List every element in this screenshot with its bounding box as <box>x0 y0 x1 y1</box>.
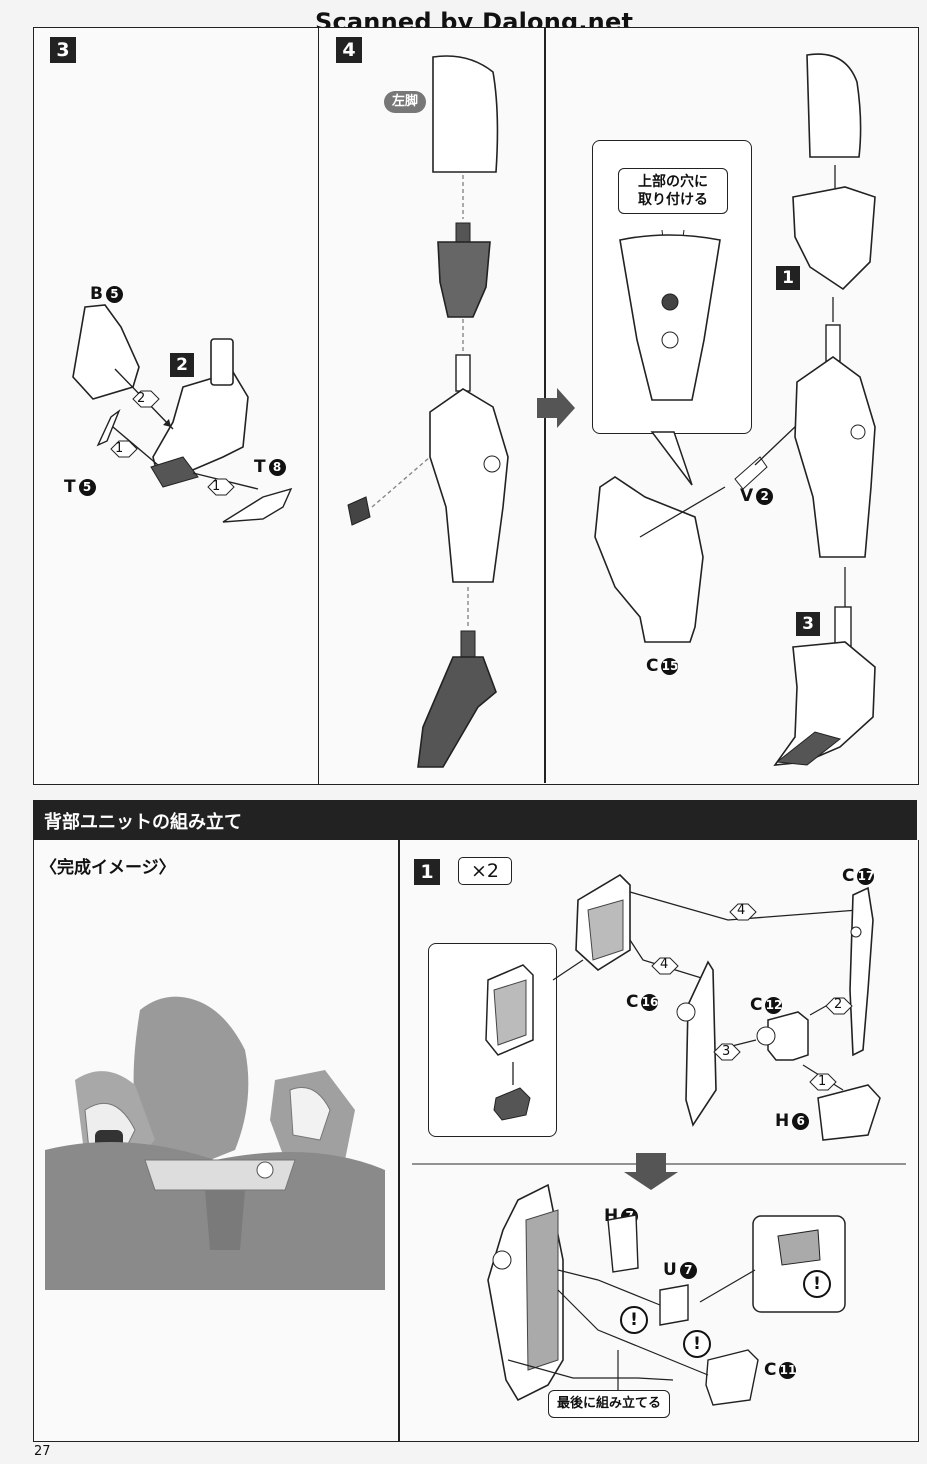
order-number: 1 <box>212 479 221 494</box>
order-number: 2 <box>834 997 843 1012</box>
next-arrow-icon <box>537 388 575 428</box>
step1-diagram <box>412 873 906 1406</box>
order-number: 1 <box>115 441 124 456</box>
completed-figure-photo <box>45 996 385 1290</box>
order-number: 4 <box>737 903 746 918</box>
caution-icon: ! <box>620 1306 648 1334</box>
multiplier-badge: ×2 <box>458 857 512 885</box>
step4-right-diagram <box>594 53 876 766</box>
sub-step-number: 3 <box>796 612 820 636</box>
callout-note: 上部の穴に 取り付ける <box>618 168 728 214</box>
order-number: 3 <box>722 1044 731 1059</box>
order-number: 2 <box>137 391 146 406</box>
bottom-divider <box>398 840 400 1441</box>
caution-icon: ! <box>803 1270 831 1298</box>
callout-part <box>619 229 721 486</box>
order-number: 1 <box>818 1074 827 1089</box>
page-number: 27 <box>34 1444 51 1459</box>
section-title: 背部ユニットの組み立て <box>44 812 242 833</box>
caution-icon: ! <box>683 1330 711 1358</box>
completed-image-label: 〈完成イメージ〉 <box>40 858 176 878</box>
step3-panel <box>33 27 319 785</box>
step4-left-diagram <box>347 55 509 768</box>
final-note: 最後に組み立てる <box>548 1390 671 1418</box>
step3-diagram <box>72 304 293 523</box>
order-number: 4 <box>660 957 669 972</box>
sub-step-number: 1 <box>776 266 800 290</box>
section-header <box>33 800 917 840</box>
sub-step-number: 2 <box>170 353 194 377</box>
step-number: 3 <box>50 37 76 63</box>
left-leg-badge: 左脚 <box>384 91 426 113</box>
step-number: 1 <box>414 859 440 885</box>
step-number: 4 <box>336 37 362 63</box>
